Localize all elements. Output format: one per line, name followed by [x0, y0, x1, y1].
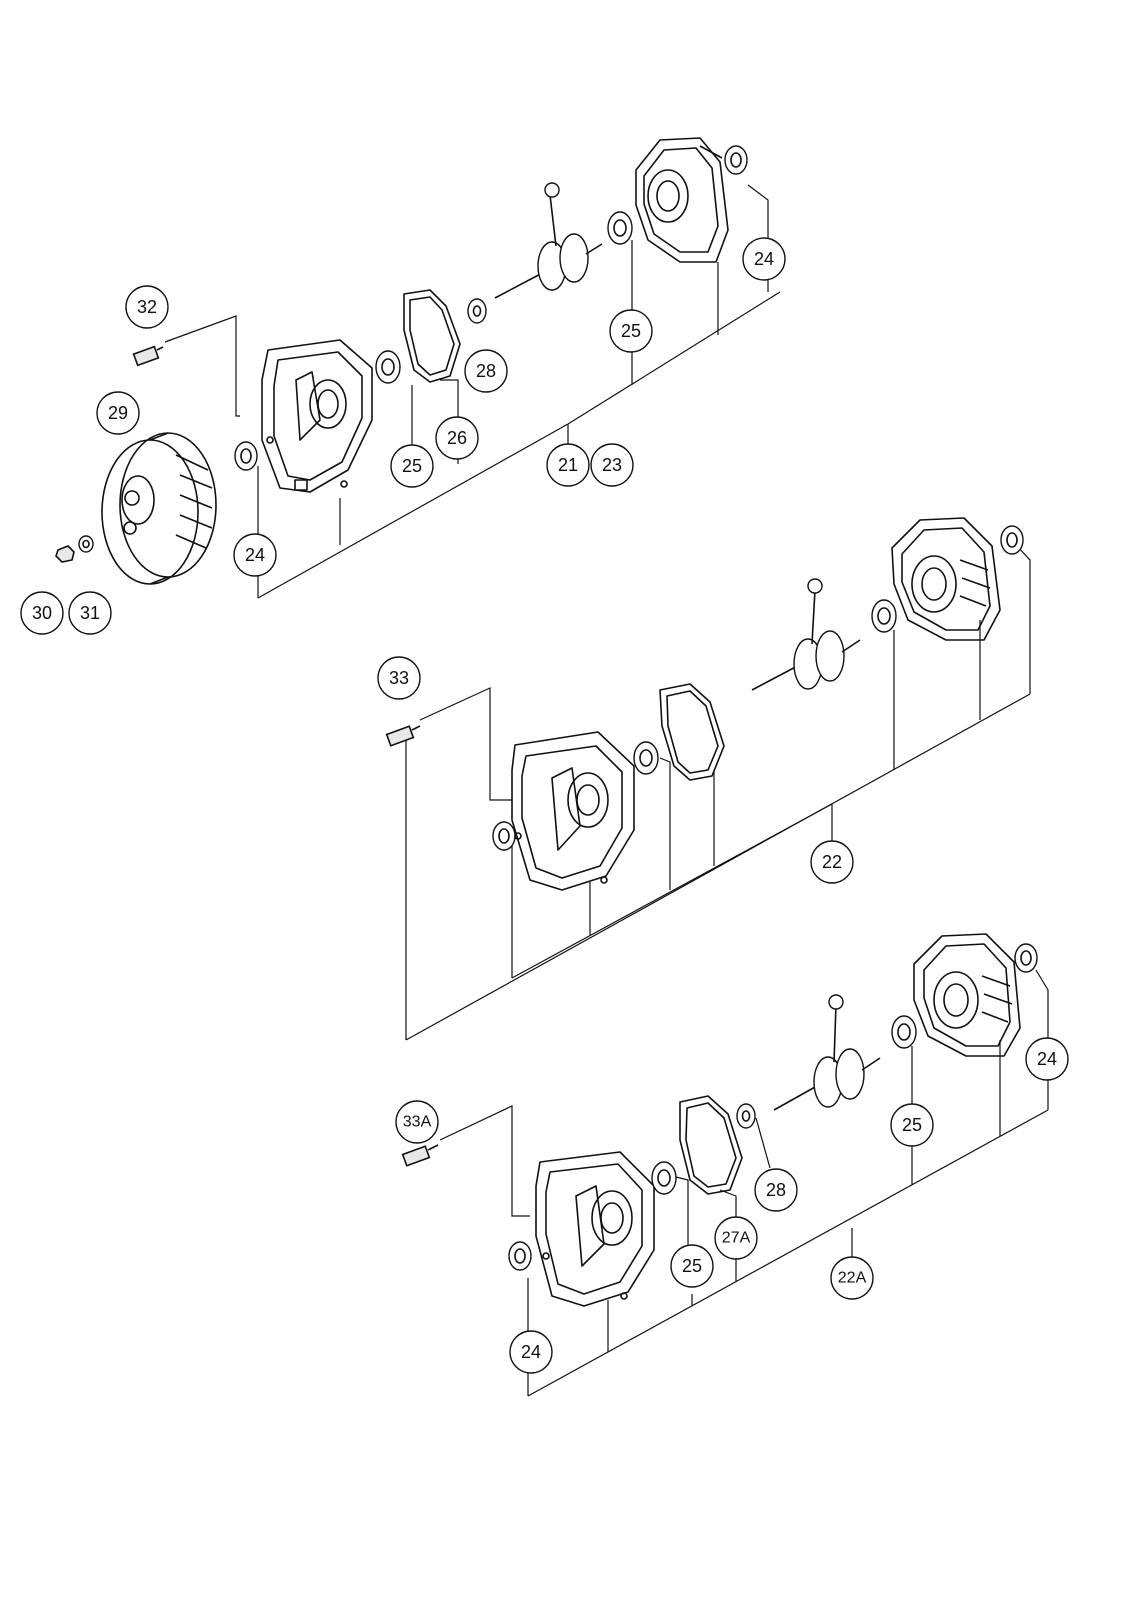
washer-28-icon	[736, 1103, 756, 1129]
crankcase-left-icon	[511, 731, 635, 891]
gasket-27a-icon	[679, 1095, 743, 1195]
callout-33: 33	[377, 656, 421, 700]
callout-24: 24	[1025, 1037, 1069, 1081]
callout-24: 24	[233, 533, 277, 577]
assembly-22	[385, 517, 1031, 1041]
svg-text:25: 25	[621, 321, 641, 341]
gasket-26-icon	[403, 289, 461, 383]
callout-31: 31	[68, 591, 112, 635]
callout-30: 30	[20, 591, 64, 635]
svg-text:25: 25	[902, 1115, 922, 1135]
callout-25: 25	[609, 309, 653, 353]
crankcase-right-icon	[635, 137, 729, 263]
crankshaft-icon	[494, 182, 603, 299]
callout-25: 25	[670, 1244, 714, 1288]
crankshaft-icon	[751, 578, 861, 691]
crankshaft-icon	[773, 994, 881, 1111]
screw-32-icon	[132, 345, 164, 367]
crankcase-right-icon	[913, 933, 1021, 1057]
svg-text:33: 33	[389, 668, 409, 688]
leader-lines-assembly-2	[405, 544, 1031, 1041]
callout-28: 28	[464, 349, 508, 393]
bearing-25-icon	[633, 741, 659, 775]
svg-text:30: 30	[32, 603, 52, 623]
bearing-25-icon	[651, 1161, 677, 1195]
oil-seal-24-icon	[724, 145, 748, 175]
svg-text:25: 25	[682, 1256, 702, 1276]
callout-29: 29	[96, 391, 140, 435]
callout-22: 22	[810, 840, 854, 884]
nut-30-icon	[55, 545, 75, 563]
svg-text:24: 24	[521, 1342, 541, 1362]
callout-21: 21	[546, 443, 590, 487]
crankcase-right-icon	[891, 517, 1001, 641]
svg-text:32: 32	[137, 297, 157, 317]
svg-text:24: 24	[245, 545, 265, 565]
svg-text:33A: 33A	[403, 1114, 432, 1131]
callout-28: 28	[754, 1168, 798, 1212]
svg-text:28: 28	[476, 361, 496, 381]
svg-text:25: 25	[402, 456, 422, 476]
flywheel-29-icon	[101, 432, 217, 585]
crankcase-left-icon	[261, 339, 373, 493]
callout-23: 23	[590, 443, 634, 487]
svg-text:23: 23	[602, 455, 622, 475]
callout-25: 25	[390, 444, 434, 488]
callout-22a: 22A	[830, 1256, 874, 1300]
bearing-25-icon	[871, 599, 897, 633]
callout-24: 24	[742, 237, 786, 281]
callout-33a: 33A	[395, 1100, 439, 1144]
washer-31-icon	[78, 535, 94, 553]
svg-text:24: 24	[754, 249, 774, 269]
crankcase-left-icon	[535, 1151, 655, 1307]
gasket-icon	[659, 683, 725, 781]
assembly-21-23	[55, 137, 781, 599]
callout-26: 26	[435, 416, 479, 460]
bearing-25-icon	[375, 350, 401, 384]
callout-labels: 32 29 30 31 24 25 26 28 25 24 21 23 33 2…	[20, 237, 1069, 1374]
svg-text:22: 22	[822, 852, 842, 872]
svg-text:22A: 22A	[838, 1270, 867, 1287]
bearing-25-icon	[607, 211, 633, 245]
oil-seal-24-icon	[1014, 943, 1038, 973]
svg-text:26: 26	[447, 428, 467, 448]
oil-seal-24-icon	[1000, 525, 1024, 555]
callout-24: 24	[509, 1330, 553, 1374]
oil-seal-24-icon	[508, 1241, 532, 1271]
svg-text:24: 24	[1037, 1049, 1057, 1069]
svg-text:29: 29	[108, 403, 128, 423]
svg-text:21: 21	[558, 455, 578, 475]
oil-seal-24-icon	[234, 441, 258, 471]
callout-32: 32	[125, 285, 169, 329]
svg-text:27A: 27A	[722, 1230, 751, 1247]
screw-33-icon	[385, 725, 421, 747]
svg-text:31: 31	[80, 603, 100, 623]
oil-seal-24-icon	[492, 821, 516, 851]
assembly-22a	[401, 933, 1049, 1397]
washer-28-icon	[467, 298, 487, 324]
screw-33a-icon	[401, 1144, 439, 1167]
callout-27a: 27A	[714, 1216, 758, 1260]
bearing-25-icon	[891, 1015, 917, 1049]
svg-text:28: 28	[766, 1180, 786, 1200]
callout-25: 25	[890, 1103, 934, 1147]
